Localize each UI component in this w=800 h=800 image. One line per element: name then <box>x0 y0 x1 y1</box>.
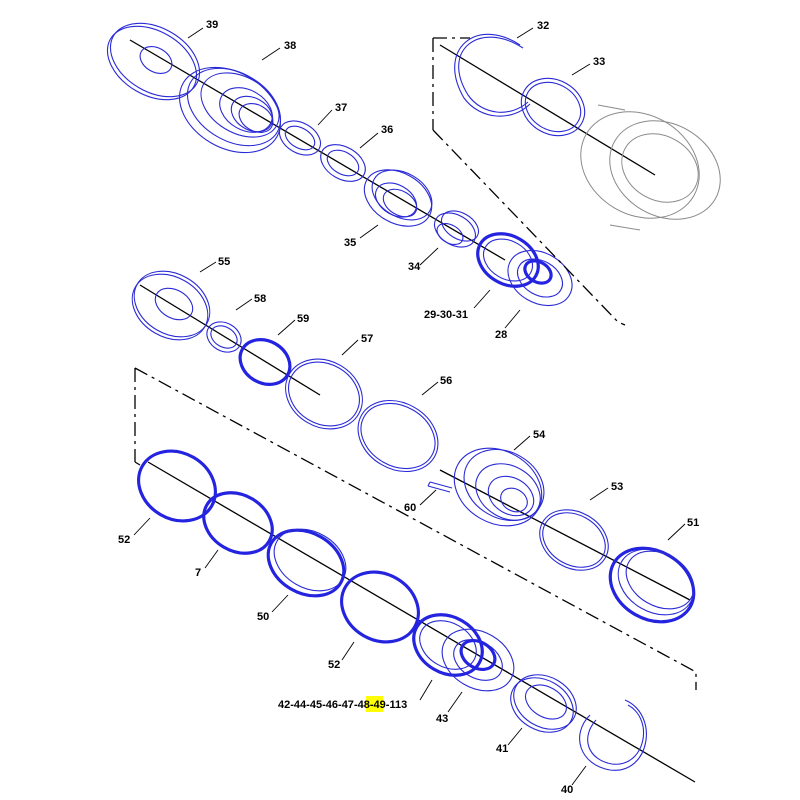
part-35-drum <box>363 169 433 227</box>
part-37-thrust-bearing <box>278 120 322 156</box>
part-57-seal-ring <box>285 358 363 430</box>
part-52-seal-ring-right <box>340 570 420 644</box>
assembly-sep: - <box>322 699 326 711</box>
callout-36: 36 <box>381 124 393 136</box>
callout-57: 57 <box>361 333 373 345</box>
callout-33: 33 <box>593 56 605 68</box>
callout-32: 32 <box>537 20 549 32</box>
part-58-seal <box>206 321 242 353</box>
callout-60: 60 <box>404 502 416 514</box>
callout-37: 37 <box>335 102 347 114</box>
assembly-sep: - <box>290 699 294 711</box>
ring-gear <box>580 104 721 231</box>
part-56-seal-ring <box>357 399 439 473</box>
part-42-clutch-pack <box>412 613 484 677</box>
part-60-pin <box>427 481 453 493</box>
assembly-part-113: 113 <box>389 699 407 711</box>
callout-28: 28 <box>495 329 507 341</box>
assembly-sep: - <box>338 699 342 711</box>
assembly-part-46: 46 <box>326 699 338 711</box>
assembly-sep: - <box>370 699 374 711</box>
upper-centerline <box>129 39 506 261</box>
part-43-pressure-plate <box>441 628 515 692</box>
part-57-seal-ring-inner <box>288 361 360 427</box>
part-59-seal-ring <box>238 338 292 386</box>
callout-59: 59 <box>297 313 309 325</box>
assembly-sep: - <box>386 699 390 711</box>
part-53-seal-ring <box>539 509 609 571</box>
part-41-thrust-washer <box>510 674 577 733</box>
assembly-part-47: 47 <box>342 699 354 711</box>
part-32-snap-ring <box>454 33 531 117</box>
callout-41: 41 <box>496 743 508 755</box>
right-centerline <box>439 469 691 601</box>
callout-52-right: 52 <box>328 659 340 671</box>
callout-58: 58 <box>254 293 266 305</box>
part-28-plate <box>507 249 573 307</box>
upper-right-centerline <box>439 44 656 176</box>
callout-39: 39 <box>206 19 218 31</box>
highlight-48 <box>366 696 383 712</box>
callout-50: 50 <box>257 611 269 623</box>
callout-55: 55 <box>218 256 230 268</box>
assembly-label: 42-44-45-46-47-48-49-113 <box>278 699 407 711</box>
part-29-clutch-pack <box>476 232 540 288</box>
assembly-part-45: 45 <box>310 699 322 711</box>
part-50-piston <box>266 528 347 598</box>
part-52-seal-ring-left <box>137 449 217 523</box>
part-56-seal-ring-inner <box>360 402 436 470</box>
part-51-spring <box>608 546 696 624</box>
part-33-ring <box>520 77 586 137</box>
lower-bracket <box>134 367 697 690</box>
assembly-sep: - <box>354 699 358 711</box>
callout-52-left: 52 <box>118 534 130 546</box>
assembly-part-49: 49 <box>374 699 386 711</box>
assembly-part-42: 42 <box>278 699 290 711</box>
part-39-thrust-washer <box>106 22 201 101</box>
assembly-sep: - <box>306 699 310 711</box>
assembly-part-44: 44 <box>294 699 307 711</box>
assembly-part-48-highlighted: 48 <box>358 699 370 711</box>
callout-35: 35 <box>344 237 356 249</box>
callout-54: 54 <box>533 429 546 441</box>
part-34-bushing <box>433 210 480 248</box>
middle-centerline <box>139 284 321 396</box>
part-38-clutch-hub <box>178 66 282 154</box>
callout-51: 51 <box>687 517 699 529</box>
part-54-piston-housing <box>453 447 545 527</box>
callout-43: 43 <box>436 713 448 725</box>
callout-34: 34 <box>408 261 421 273</box>
part-55-thrust-washer <box>131 270 211 341</box>
leader-lines <box>133 27 686 786</box>
part-53-seal-ring-inner <box>542 512 606 568</box>
callout-40: 40 <box>561 784 573 796</box>
part-40-snap-ring <box>579 699 647 771</box>
callout-53: 53 <box>611 481 623 493</box>
upper-right-bracket <box>432 37 626 326</box>
callout-56: 56 <box>440 375 452 387</box>
callout-38: 38 <box>284 40 296 52</box>
callout-7: 7 <box>195 567 201 579</box>
callout-29-30-31: 29-30-31 <box>424 309 468 321</box>
part-36-washer <box>320 144 366 182</box>
part-7-seal-ring <box>202 491 274 555</box>
